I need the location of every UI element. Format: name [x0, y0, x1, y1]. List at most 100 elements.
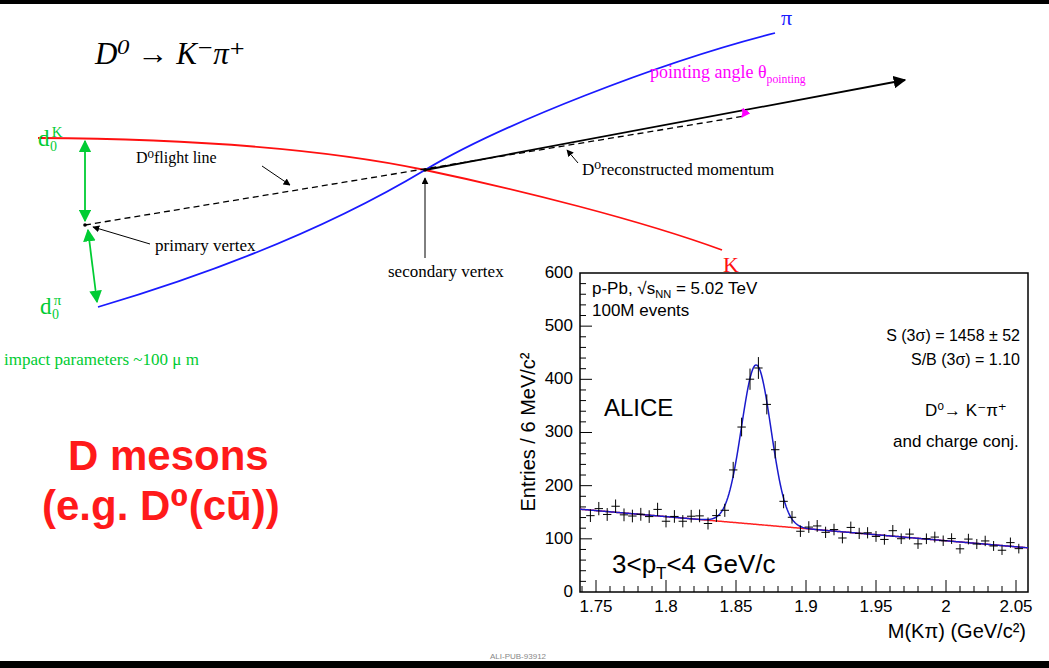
- axis-tick: [694, 586, 695, 592]
- text: (e.g. D⁰(cū)): [42, 482, 280, 529]
- data-point: [830, 524, 838, 536]
- axis-tick: [820, 586, 821, 592]
- axis-tick: [624, 586, 625, 592]
- text: π: [54, 292, 62, 308]
- data-point: [855, 528, 863, 539]
- data-point: [981, 536, 989, 546]
- data-point: [779, 494, 787, 508]
- text: 3<p: [612, 549, 656, 579]
- axis-tick: [708, 586, 709, 592]
- data-point: [897, 533, 905, 544]
- axis-tick: [946, 580, 947, 592]
- axis-tick: [580, 570, 586, 571]
- data-point: [964, 534, 972, 545]
- axis-tick: [610, 586, 611, 592]
- axis-tick: [580, 400, 586, 401]
- data-point: [586, 509, 594, 522]
- leader: [93, 227, 150, 244]
- data-point: [847, 522, 855, 534]
- axis-tick: [932, 586, 933, 592]
- axis-tick: [652, 586, 653, 592]
- axis-tick: [722, 586, 723, 592]
- vertex-label: primary vertex: [155, 236, 256, 256]
- axis-tick: [580, 464, 586, 465]
- text: <4 GeV/c: [666, 549, 775, 579]
- axis-tick: [580, 496, 586, 497]
- text: 2: [941, 597, 950, 616]
- axis-tick: [918, 586, 919, 592]
- axis-tick: [580, 379, 592, 380]
- axis-tick: [580, 517, 586, 518]
- data-point: [763, 394, 771, 414]
- data-point: [905, 529, 913, 540]
- text: ALI-PUB-93912: [490, 652, 546, 661]
- axis-tick: [580, 443, 586, 444]
- axis-tick: [750, 586, 751, 592]
- text: 1.95: [859, 597, 892, 616]
- text: 600: [545, 263, 573, 282]
- leader: [567, 150, 578, 163]
- data-point: [947, 533, 955, 544]
- axis-tick: [736, 580, 737, 592]
- data-point: [628, 510, 636, 523]
- text: D mesons: [68, 432, 269, 479]
- plot-note: 3<pT<4 GeV/c: [612, 550, 776, 584]
- axis-tick: [638, 586, 639, 592]
- text: 2.05: [999, 597, 1032, 616]
- data-point: [863, 527, 871, 538]
- data-point: [603, 508, 611, 521]
- top-band: [0, 0, 1049, 4]
- text: K: [723, 252, 739, 277]
- text: D⁰→ K⁻π⁺: [925, 401, 1007, 420]
- line-label: D⁰flight line: [136, 149, 217, 167]
- vertex-label: secondary vertex: [388, 262, 504, 282]
- tick-label: 1.85: [719, 597, 752, 617]
- text: 400: [545, 370, 573, 389]
- text: D⁰reconstructed momentum: [582, 160, 774, 179]
- data-point: [620, 508, 628, 521]
- axis-tick: [580, 538, 592, 539]
- data-point: [611, 499, 619, 513]
- angle-label: pointing angle θpointing: [650, 62, 806, 86]
- text: NN: [655, 288, 671, 300]
- data-point: [679, 515, 687, 527]
- kaon-track: [38, 138, 722, 250]
- text: D⁰flight line: [136, 149, 217, 166]
- axis-tick: [974, 586, 975, 592]
- axis-tick: [834, 586, 835, 592]
- text: 300: [545, 423, 573, 442]
- bottom-band: [0, 661, 1049, 668]
- data-point: [931, 532, 939, 543]
- data-point: [754, 357, 762, 379]
- data-point: [645, 510, 653, 523]
- tick-label: 2: [941, 597, 950, 617]
- axis-tick: [580, 368, 586, 369]
- axis-tick: [904, 586, 905, 592]
- tick-label: 400: [545, 370, 573, 390]
- axis-tick: [890, 586, 891, 592]
- text: Entries / 6 MeV/c²: [517, 353, 539, 512]
- axis-tick: [1016, 580, 1017, 592]
- axis-tick: [580, 389, 586, 390]
- axis-tick: [596, 580, 597, 592]
- axis-tick: [848, 586, 849, 592]
- text: 1.75: [579, 597, 612, 616]
- data-point: [1015, 544, 1023, 554]
- axis-tick: [580, 528, 586, 529]
- data-point: [595, 502, 603, 515]
- vector-label: D⁰reconstructed momentum: [582, 160, 774, 180]
- data-point: [922, 533, 930, 544]
- tick-label: 1.75: [579, 597, 612, 617]
- text: primary vertex: [155, 236, 256, 255]
- plot-note: S/B (3σ) = 1.10: [911, 351, 1020, 369]
- decay-title: D⁰ → K⁻π⁺: [95, 36, 245, 72]
- experiment-name: ALICE: [604, 394, 673, 422]
- tick-label: 1.95: [859, 597, 892, 617]
- note: impact parameters ~100 μ m: [4, 350, 199, 370]
- axis-tick: [806, 580, 807, 592]
- impact-label: d₀π: [40, 292, 61, 320]
- text: 100M events: [592, 301, 689, 320]
- axis-tick: [778, 586, 779, 592]
- axis-tick: [680, 586, 681, 592]
